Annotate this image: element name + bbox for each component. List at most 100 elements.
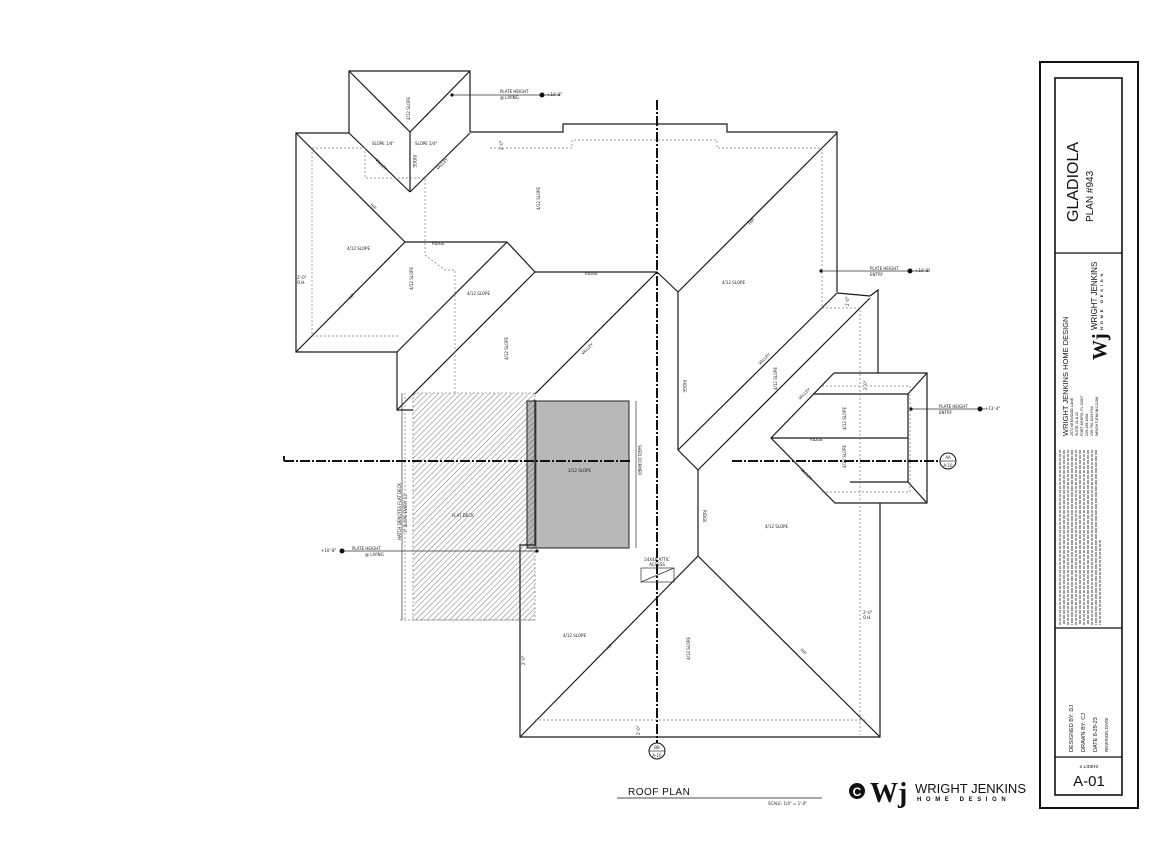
svg-text:4/12 SLOPE: 4/12 SLOPE: [842, 407, 847, 430]
svg-text:@ LIVING: @ LIVING: [365, 552, 384, 557]
svg-text:RIDGE: RIDGE: [702, 510, 707, 523]
revision-date: REVISION DATE: [1104, 718, 1109, 752]
disclaimer-text-block: [1059, 450, 1101, 625]
svg-text:O.H.: O.H.: [297, 280, 305, 285]
svg-text:HIP: HIP: [369, 202, 378, 211]
svg-text:HIP: HIP: [747, 217, 756, 226]
svg-text:SLOPE 1/4": SLOPE 1/4": [415, 141, 437, 146]
shed-dormer-area: [526, 400, 630, 549]
svg-text:4/12 SLOPE: 4/12 SLOPE: [842, 445, 847, 468]
svg-text:4/12 SLOPE: 4/12 SLOPE: [504, 337, 509, 360]
svg-text:A-10: A-10: [652, 753, 662, 758]
svg-text:4/12 SLOPE: 4/12 SLOPE: [536, 187, 541, 210]
flat-deck-area: [412, 392, 536, 621]
drawing-date: DATE 8-29-23: [1093, 717, 1099, 752]
svg-text:2'-0": 2'-0": [863, 380, 868, 390]
svg-text:2'-0": 2'-0": [499, 140, 504, 150]
svg-text:+10'-8": +10'-8": [547, 92, 563, 97]
svg-text:Wj: Wj: [870, 778, 907, 809]
svg-text:ACCESS: ACCESS: [649, 562, 665, 567]
svg-text:VALLEY: VALLEY: [757, 351, 771, 365]
svg-text:4/12 SLOPE: 4/12 SLOPE: [347, 246, 370, 251]
overhang-lines: [311, 139, 911, 735]
roof-outline: [295, 70, 928, 738]
sheet-label: SHEET #: [1079, 764, 1098, 769]
svg-text:+10'-8": +10'-8": [915, 268, 931, 273]
svg-text:FORT MYERS, FL 33907: FORT MYERS, FL 33907: [1080, 396, 1084, 436]
slope-labels: 4/12 SLOPE 4/12 SLOPE 4/12 SLOPE 4/12 SL…: [347, 97, 847, 660]
svg-text:PLATE HEIGHT: PLATE HEIGHT: [870, 266, 899, 271]
svg-text:2'-0": 2'-0": [845, 296, 850, 306]
svg-text:SUITE 21 & 22: SUITE 21 & 22: [1075, 412, 1079, 436]
svg-text:HOME DESIGN: HOME DESIGN: [1099, 271, 1104, 330]
drawn-by: DRAWN BY: CJ: [1081, 713, 1087, 752]
svg-text:RIDGE: RIDGE: [682, 380, 687, 393]
svg-text:ENTRY: ENTRY: [870, 272, 883, 277]
svg-text:4/12 SLOPE: 4/12 SLOPE: [722, 280, 745, 285]
plate-height-entry-2: PLATE HEIGHT ENTRY +13'-4": [909, 404, 1001, 415]
drawing-scale: SCALE: 1/4" = 1'-0": [768, 801, 807, 806]
section-marker-bb: BB A-10: [648, 742, 666, 760]
plate-height-living-top: PLATE HEIGHT @ LIVING +10'-8": [450, 89, 563, 100]
svg-text:VALLEY: VALLEY: [435, 156, 449, 170]
svg-text:2'-0": 2'-0": [521, 655, 526, 665]
svg-text:RIDGE: RIDGE: [585, 271, 598, 276]
svg-text:C: C: [853, 785, 862, 799]
svg-text:HIP: HIP: [799, 647, 808, 656]
plan-name: GLADIOLA: [1065, 142, 1082, 222]
svg-text:HOME DESIGN: HOME DESIGN: [917, 797, 1010, 803]
svg-text:4/12 SLOPE: 4/12 SLOPE: [563, 633, 586, 638]
designed-by: DESIGNED BY: DJ: [1069, 705, 1075, 752]
svg-text:+13'-4": +13'-4": [985, 406, 1001, 411]
svg-text:AA: AA: [945, 455, 951, 460]
svg-text:4/12 SLOPE: 4/12 SLOPE: [406, 97, 411, 120]
svg-text:WRIGHT JENKINS: WRIGHT JENKINS: [1090, 262, 1099, 330]
svg-text:4/12 SLOPE: 4/12 SLOPE: [467, 291, 490, 296]
svg-text:PLATE HEIGHT: PLATE HEIGHT: [939, 404, 968, 409]
shed-dormer-label: SHED DORMER: [637, 445, 642, 475]
plate-height-living-left: +10'-8" PLATE HEIGHT @ LIVING: [321, 546, 539, 557]
flat-deck-label: FLAT DECK: [452, 513, 474, 518]
svg-text:+10'-8": +10'-8": [321, 548, 337, 553]
svg-text:239-790-1849 FAX: 239-790-1849 FAX: [1090, 405, 1094, 436]
svg-text:A-10: A-10: [943, 463, 953, 468]
drawing-title: ROOF PLAN: [628, 787, 690, 798]
company-name: WRIGHT JENKINS HOME DESIGN: [1061, 317, 1070, 436]
svg-text:O.H.: O.H.: [863, 615, 871, 620]
svg-text:HIP: HIP: [605, 642, 614, 651]
svg-text:RIDGE: RIDGE: [412, 155, 417, 168]
svg-text:Wj: Wj: [1089, 333, 1111, 360]
svg-text:SLOPE 1/4": SLOPE 1/4": [372, 141, 394, 146]
svg-text:2'-0": 2'-0": [297, 275, 307, 280]
svg-text:@ LIVING: @ LIVING: [500, 95, 519, 100]
svg-text:WRIGHTJENKINS.COM: WRIGHTJENKINS.COM: [1095, 397, 1099, 436]
svg-text:ENTRY: ENTRY: [939, 410, 952, 415]
plan-number: PLAN #943: [1085, 170, 1096, 222]
svg-text:3/12 SLOPE: 3/12 SLOPE: [568, 468, 591, 473]
attic-access-label: 24X48 ATTIC: [644, 557, 670, 562]
svg-text:HIP: HIP: [347, 292, 356, 301]
svg-text:4/12 SLOPE: 4/12 SLOPE: [773, 367, 778, 390]
svg-text:239-458-1068: 239-458-1068: [1085, 414, 1089, 436]
section-marker-aa: AA A-10: [939, 452, 957, 470]
title-block: GLADIOLA PLAN #943 WRIGHT JENKINS HOME D…: [1039, 61, 1139, 809]
svg-text:VALLEY: VALLEY: [580, 341, 594, 355]
svg-text:BB: BB: [654, 745, 660, 750]
plate-height-entry: PLATE HEIGHT ENTRY +10'-8": [819, 266, 931, 277]
svg-text:4/12 SLOPE: 4/12 SLOPE: [765, 524, 788, 529]
hatch-note: HATCH DENOTES FLAT DECK: [397, 483, 402, 540]
svg-text:2574 KENWOOD LANE: 2574 KENWOOD LANE: [1070, 397, 1074, 436]
svg-text:WRIGHT JENKINS: WRIGHT JENKINS: [915, 781, 1026, 796]
svg-text:1" SLOPE EVERY 12': 1" SLOPE EVERY 12': [403, 493, 408, 533]
company-logo: C Wj WRIGHT JENKINS HOME DESIGN: [849, 778, 1026, 809]
svg-text:PLATE HEIGHT: PLATE HEIGHT: [352, 546, 381, 551]
svg-text:2'-0": 2'-0": [636, 725, 641, 735]
sheet-number: A-01: [1073, 773, 1105, 790]
svg-text:RIDGE: RIDGE: [432, 241, 445, 246]
svg-text:PLATE HEIGHT: PLATE HEIGHT: [500, 89, 529, 94]
svg-text:2'-0": 2'-0": [863, 610, 873, 615]
svg-text:4/12 SLOPE: 4/12 SLOPE: [409, 267, 414, 290]
svg-text:4/12 SLOPE: 4/12 SLOPE: [686, 637, 691, 660]
svg-text:RIDGE: RIDGE: [810, 437, 823, 442]
